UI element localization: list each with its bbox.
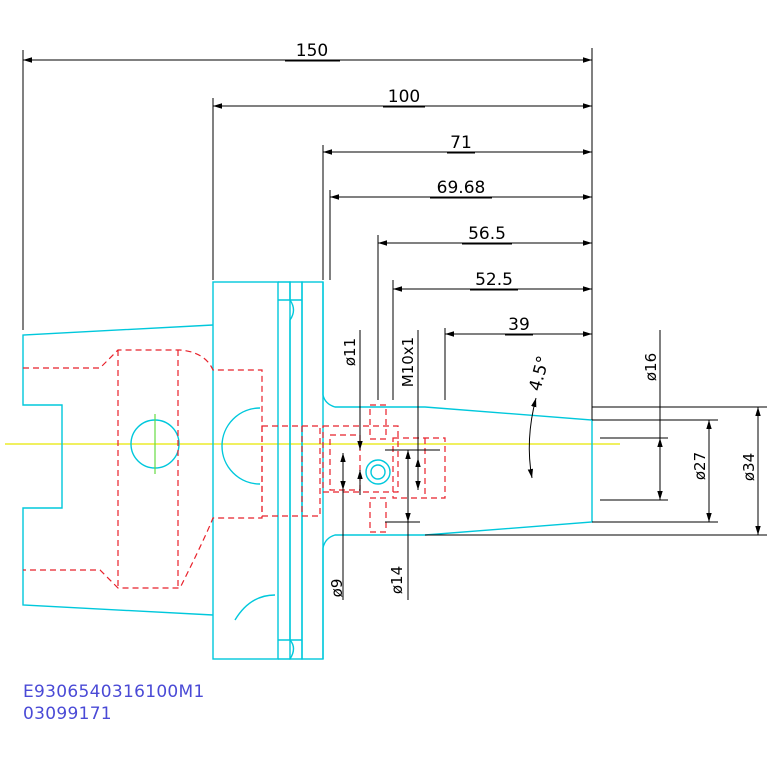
dim-dia-27: ø27 [691,452,709,480]
part-number: E9306540316100M1 [23,682,205,702]
dim-dia-11: ø11 [341,338,359,366]
dim-length-39: 39 [508,315,530,335]
dim-dia-34: ø34 [740,453,758,481]
diameter-dimensions-inner: ø11 M10x1 ø9 ø14 [328,330,440,600]
dim-dia-16: ø16 [642,353,660,381]
hidden-lines [23,349,446,589]
dim-length-52-5: 52.5 [475,270,513,290]
dim-thread: M10x1 [399,337,417,387]
holder-outline [22,281,593,660]
dim-length-100: 100 [388,87,420,107]
drawing-number: 03099171 [23,704,112,724]
dim-length-71: 71 [450,133,472,153]
dim-length-56-5: 56.5 [468,224,506,244]
dim-dia-9: ø9 [328,579,346,598]
dim-dia-14: ø14 [388,566,406,594]
horizontal-dimensions: 150 100 71 69.68 56.5 52.5 39 [22,41,593,420]
dim-length-69-68: 69.68 [437,178,486,198]
dim-overall-length: 150 [296,41,328,61]
diameter-dimensions-right: ø16 ø27 ø34 [425,330,767,536]
dim-taper-angle: 4.5° [526,354,555,394]
